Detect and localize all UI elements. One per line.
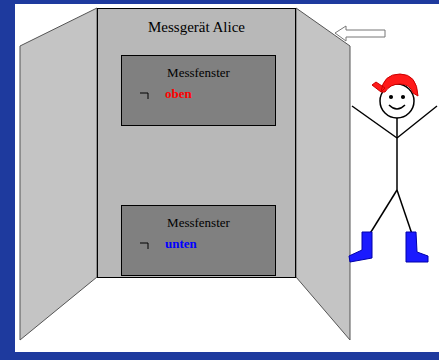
left-wing-panel <box>20 8 97 340</box>
figure-eye <box>402 96 405 99</box>
red-cap <box>372 74 418 96</box>
window-label: Messfenster <box>122 215 275 231</box>
window-position: unten <box>165 236 197 252</box>
right-wing-panel <box>296 8 350 340</box>
stick-figure <box>352 84 437 240</box>
measuring-device: Messgerät AliceMessfensterobenMessfenste… <box>97 8 296 278</box>
window-label: Messfenster <box>122 65 275 81</box>
figure-smile <box>389 105 405 109</box>
slide-area <box>15 4 439 352</box>
blue-boot <box>349 232 372 262</box>
window-position: oben <box>165 86 192 102</box>
measuring-window: Messfenster oben <box>121 55 276 126</box>
blue-boot <box>406 232 428 262</box>
hollow-arrow <box>335 26 385 41</box>
device-title: Messgerät Alice <box>98 19 295 36</box>
measuring-window: Messfenster unten <box>121 205 276 276</box>
figure-eye <box>390 96 393 99</box>
figure-body <box>396 118 398 190</box>
